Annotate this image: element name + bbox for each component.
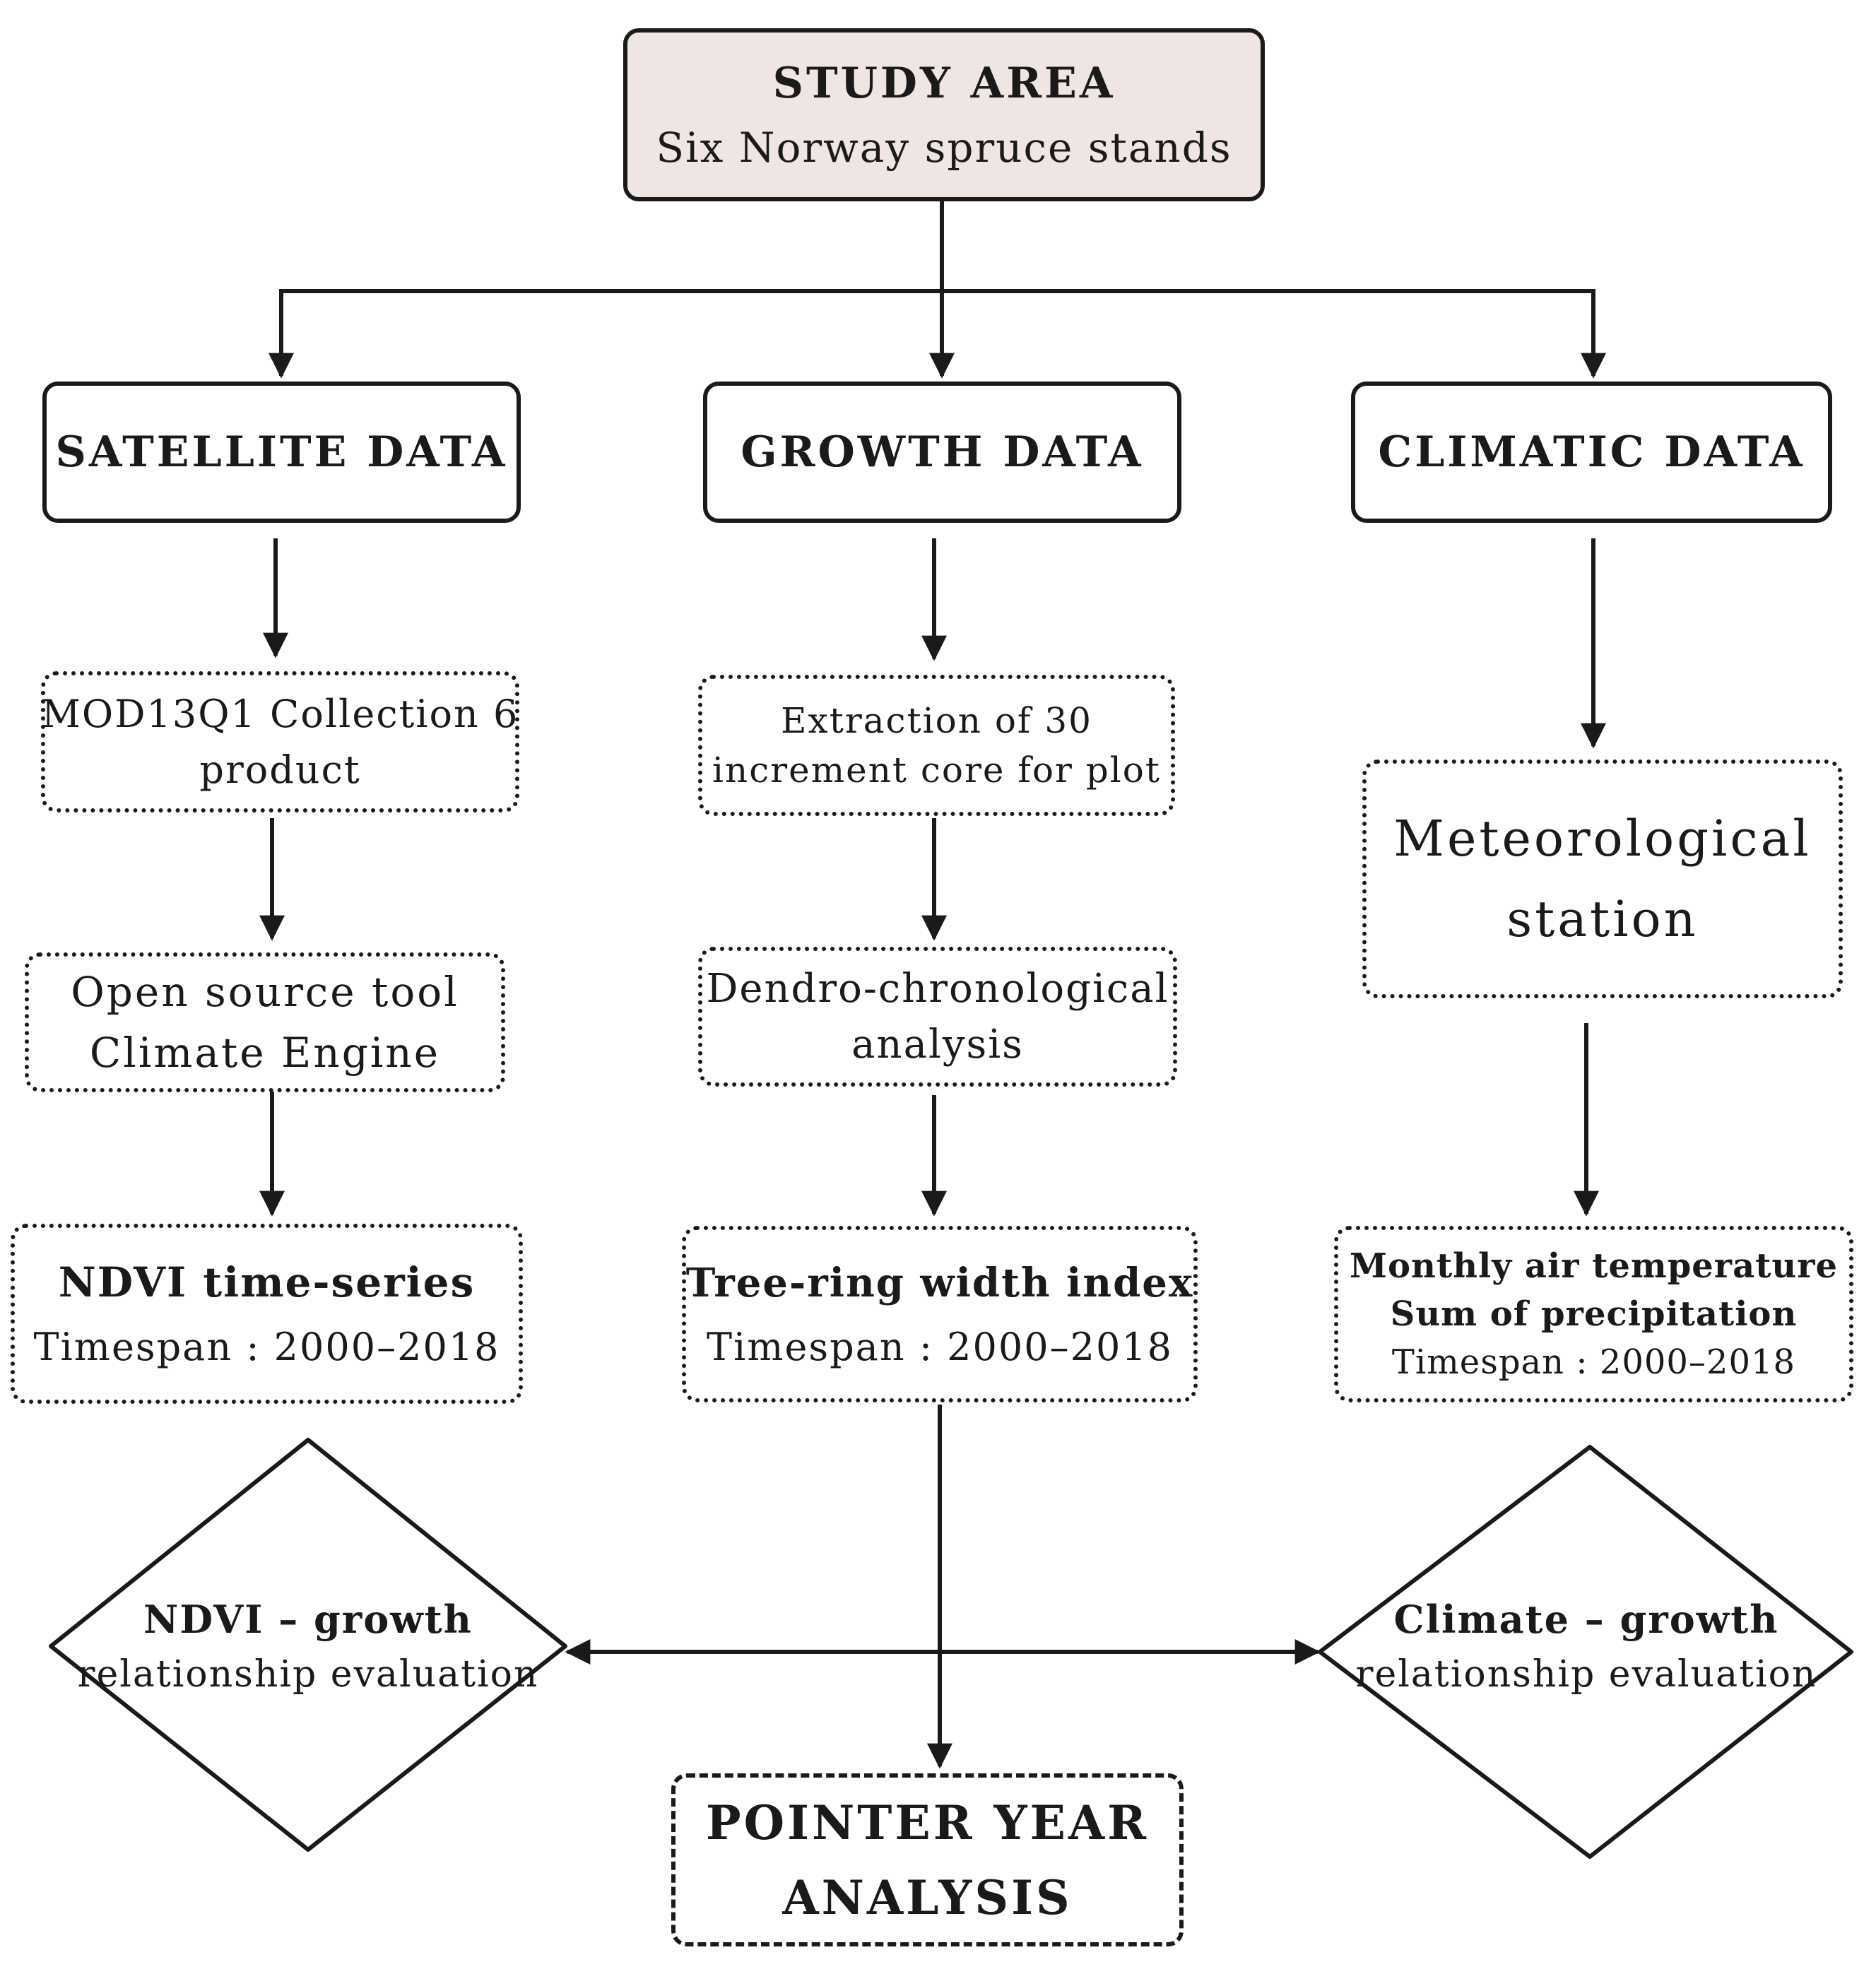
ndvi-timespan: Timespan : 2000–2018 xyxy=(33,1325,500,1369)
climate-engine-line1: Open source tool xyxy=(71,968,459,1016)
mod13q1-box: MOD13Q1 Collection 6 product xyxy=(41,671,519,812)
tree-ring-timespan: Timespan : 2000–2018 xyxy=(706,1324,1174,1369)
climatic-data-box: CLIMATIC DATA xyxy=(1351,382,1832,523)
dendro-analysis-box: Dendro-chronological analysis xyxy=(698,947,1177,1087)
climate-engine-line2: Climate Engine xyxy=(89,1029,441,1077)
satellite-data-box: SATELLITE DATA xyxy=(42,382,521,523)
study-area-subtitle: Six Norway spruce stands xyxy=(656,123,1232,172)
tree-ring-title: Tree-ring width index xyxy=(685,1259,1194,1306)
monthly-climate-box: Monthly air temperature Sum of precipita… xyxy=(1334,1226,1853,1402)
station-line1: Meteorological xyxy=(1393,810,1812,868)
station-line2: station xyxy=(1506,890,1699,948)
extraction-line1: Extraction of 30 xyxy=(781,700,1092,741)
pointer-year-box: POINTER YEAR ANALYSIS xyxy=(671,1773,1184,1946)
climate-eval-diamond xyxy=(1318,1445,1853,1859)
growth-data-box: GROWTH DATA xyxy=(703,382,1181,523)
tree-ring-index-box: Tree-ring width index Timespan : 2000–20… xyxy=(682,1226,1198,1402)
dendro-line2: analysis xyxy=(851,1022,1024,1068)
study-area-title: STUDY AREA xyxy=(772,58,1116,108)
climatic-data-header: CLIMATIC DATA xyxy=(1378,427,1805,477)
ndvi-eval-line1: NDVI – growth xyxy=(143,1597,473,1642)
pointer-line2: ANALYSIS xyxy=(782,1869,1073,1925)
satellite-data-header: SATELLITE DATA xyxy=(55,427,508,477)
ndvi-time-series-title: NDVI time-series xyxy=(58,1258,476,1306)
study-area-box: STUDY AREA Six Norway spruce stands xyxy=(623,28,1265,201)
climatic-timespan: Timespan : 2000–2018 xyxy=(1391,1342,1796,1382)
mod13q1-line1: MOD13Q1 Collection 6 xyxy=(41,692,519,736)
climate-engine-box: Open source tool Climate Engine xyxy=(25,952,505,1092)
extraction-line2: increment core for plot xyxy=(712,750,1161,791)
ndvi-eval-diamond xyxy=(49,1438,567,1852)
pointer-line1: POINTER YEAR xyxy=(705,1795,1150,1850)
extraction-box: Extraction of 30 increment core for plot xyxy=(698,675,1175,816)
meteorological-station-box: Meteorological station xyxy=(1362,760,1843,998)
climate-eval-line2: relationship evaluation xyxy=(1355,1653,1817,1696)
growth-data-header: GROWTH DATA xyxy=(741,427,1144,477)
dendro-line1: Dendro-chronological xyxy=(706,966,1169,1012)
ndvi-eval-line2: relationship evaluation xyxy=(77,1653,539,1696)
ndvi-time-series-box: NDVI time-series Timespan : 2000–2018 xyxy=(11,1224,523,1404)
mod13q1-line2: product xyxy=(199,747,361,792)
climate-eval-line1: Climate – growth xyxy=(1393,1597,1779,1642)
climate-eval-label: Climate – growth relationship evaluation xyxy=(1325,1554,1848,1738)
sum-precip: Sum of precipitation xyxy=(1390,1294,1798,1334)
monthly-temp: Monthly air temperature xyxy=(1349,1246,1839,1286)
ndvi-eval-label: NDVI – growth relationship evaluation xyxy=(51,1554,565,1738)
